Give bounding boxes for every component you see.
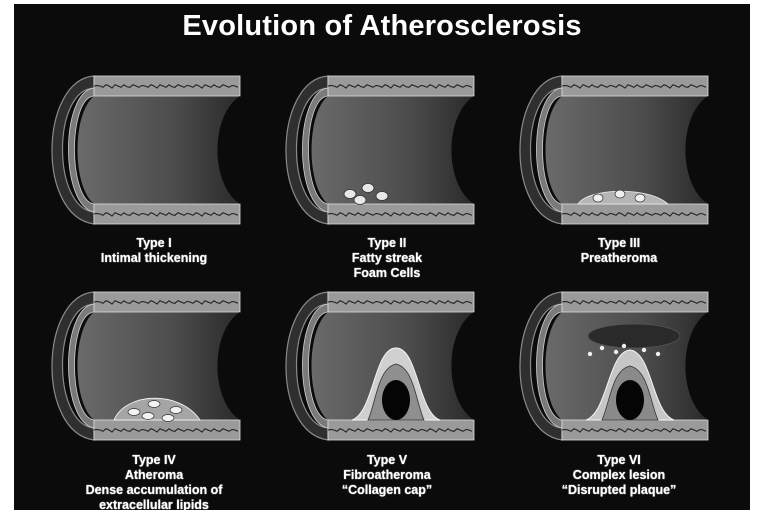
panel-caption-type-3: Type III Preatheroma xyxy=(504,236,734,266)
plaque-fragment xyxy=(600,346,604,350)
caption-line: Type VI xyxy=(504,453,734,468)
caption-line: Atheroma xyxy=(39,468,269,483)
caption-line: Preatheroma xyxy=(504,251,734,266)
plaque-fragment xyxy=(656,352,660,356)
caption-line: Type V xyxy=(272,453,502,468)
plaque-fragment xyxy=(642,348,646,352)
panel-caption-type-4: Type IV Atheroma Dense accumulation of e… xyxy=(39,453,269,510)
lipid-droplet xyxy=(615,190,625,198)
diagram-slide: Evolution of Atherosclerosis Type I Inti… xyxy=(14,4,750,510)
foam-cell xyxy=(344,190,356,199)
caption-line: Type I xyxy=(39,236,269,251)
caption-line: Type II xyxy=(272,236,502,251)
artery-panel xyxy=(286,292,474,440)
lipid-droplet xyxy=(635,194,645,202)
extracellular-lipid xyxy=(170,407,182,414)
caption-line: Foam Cells xyxy=(272,266,502,281)
artery-panel xyxy=(520,292,708,440)
extracellular-lipid xyxy=(128,409,140,416)
artery-lumen xyxy=(546,96,709,204)
foam-cell xyxy=(362,184,374,193)
caption-line: Fibroatheroma xyxy=(272,468,502,483)
plaque-fragment xyxy=(622,344,626,348)
panel-caption-type-2: Type II Fatty streak Foam Cells xyxy=(272,236,502,281)
artery-panel xyxy=(286,76,474,224)
caption-line: Dense accumulation of xyxy=(39,483,269,498)
caption-line: extracellular lipids xyxy=(39,498,269,510)
caption-line: “Collagen cap” xyxy=(272,483,502,498)
artery-lumen xyxy=(312,96,475,204)
caption-line: Fatty streak xyxy=(272,251,502,266)
panel-caption-type-6: Type VI Complex lesion “Disrupted plaque… xyxy=(504,453,734,498)
plaque-fragment xyxy=(588,352,592,356)
lipid-droplet xyxy=(593,194,603,202)
caption-line: Intimal thickening xyxy=(39,251,269,266)
artery-panel xyxy=(52,76,240,224)
thrombus xyxy=(588,324,680,348)
caption-line: Type IV xyxy=(39,453,269,468)
extracellular-lipid xyxy=(148,401,160,408)
caption-line: Type III xyxy=(504,236,734,251)
plaque-fragment xyxy=(614,350,618,354)
extracellular-lipid xyxy=(142,413,154,420)
foam-cell xyxy=(354,196,366,205)
necrotic-core xyxy=(382,380,410,420)
caption-line: Complex lesion xyxy=(504,468,734,483)
artery-lumen xyxy=(78,96,241,204)
necrotic-core xyxy=(616,380,644,420)
panel-caption-type-5: Type V Fibroatheroma “Collagen cap” xyxy=(272,453,502,498)
caption-line: “Disrupted plaque” xyxy=(504,483,734,498)
artery-panel xyxy=(52,292,240,440)
extracellular-lipid xyxy=(162,415,174,422)
artery-panel xyxy=(520,76,708,224)
foam-cell xyxy=(376,192,388,201)
panel-caption-type-1: Type I Intimal thickening xyxy=(39,236,269,266)
